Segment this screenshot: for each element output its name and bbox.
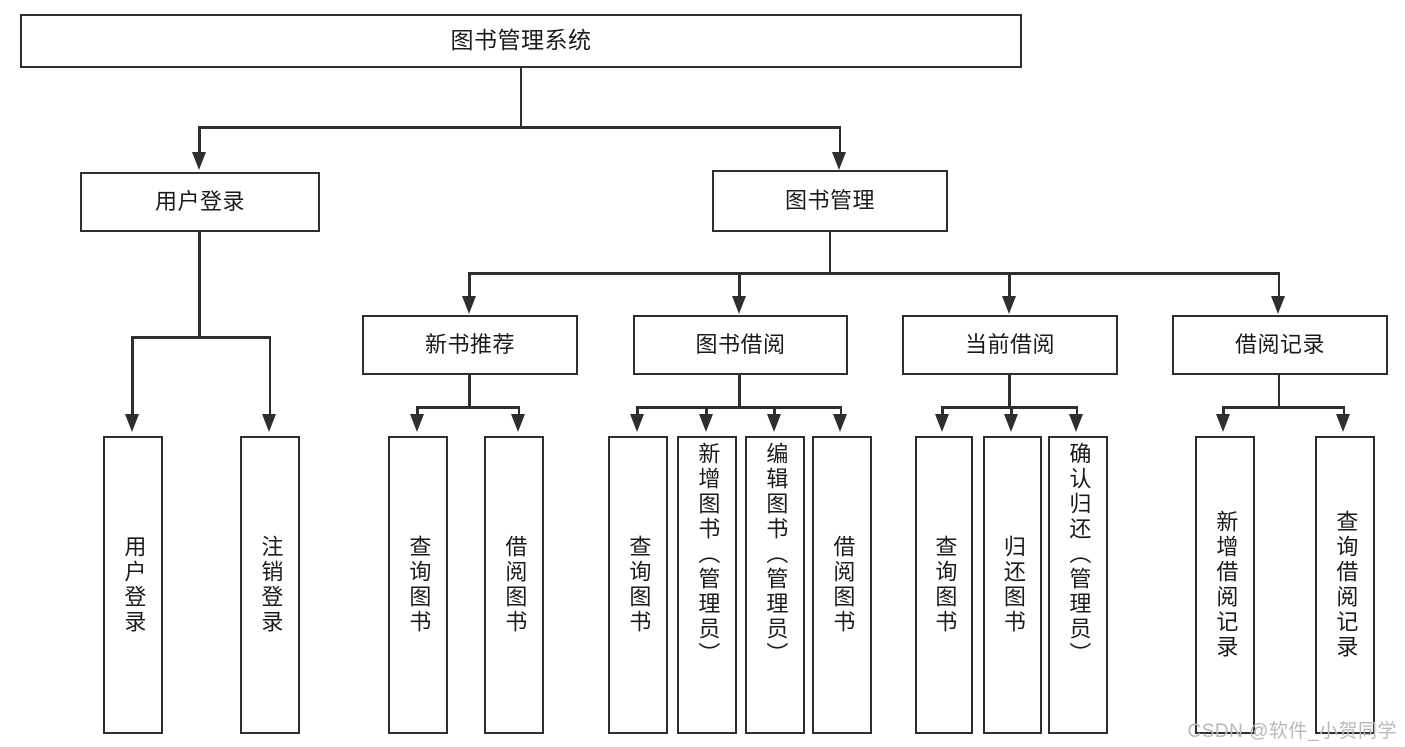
leaf-add-book[interactable]: 新增图书（管理员） xyxy=(677,436,737,734)
connector-root-stem xyxy=(519,68,522,126)
node-root-book-management-system[interactable]: 图书管理系统 xyxy=(20,14,1022,68)
connector-br-stem xyxy=(1277,375,1280,408)
arrowhead-leaf-query-record xyxy=(1336,414,1350,432)
node-borrow-record[interactable]: 借阅记录 xyxy=(1172,315,1388,375)
arrowhead-leaf-return-book xyxy=(1003,414,1018,432)
arrowhead-leaf-add-book xyxy=(698,414,713,432)
arrowhead-to-book-borrow xyxy=(731,296,746,314)
node-current-borrow[interactable]: 当前借阅 xyxy=(902,315,1118,375)
connector-cb-stem xyxy=(1008,375,1011,408)
leaf-user-login[interactable]: 用户登录 xyxy=(103,436,163,734)
arrowhead-leaf-borrow-book-2 xyxy=(833,414,847,432)
arrowhead-to-current-borrow xyxy=(1001,296,1016,314)
connector-cb-bar xyxy=(941,406,1078,409)
connector-user-login-drop-1 xyxy=(131,336,134,418)
arrowhead-leaf-query-book-3 xyxy=(934,414,949,432)
arrowhead-leaf-add-record xyxy=(1215,414,1230,432)
connector-nbr-bar xyxy=(416,406,520,409)
connector-cb-drop-3 xyxy=(1075,406,1078,418)
arrowhead-leaf-query-book-1 xyxy=(409,414,424,432)
connector-user-login-bar xyxy=(131,336,271,339)
connector-user-login-stem xyxy=(198,232,201,338)
csdn-watermark: CSDN @软件_小贺同学 xyxy=(1187,721,1397,742)
connector-bb-drop-1 xyxy=(636,406,639,418)
connector-root-to-user-login xyxy=(198,126,201,156)
arrowhead-leaf-confirm-return xyxy=(1069,414,1083,432)
leaf-borrow-book-2[interactable]: 借阅图书 xyxy=(812,436,872,734)
arrowhead-to-book-manage xyxy=(832,152,846,170)
node-book-manage[interactable]: 图书管理 xyxy=(712,170,948,232)
connector-nbr-drop-1 xyxy=(416,406,419,418)
connector-bb-bar xyxy=(636,406,842,409)
connector-bb-drop-4 xyxy=(839,406,842,418)
connector-root-to-book-manage xyxy=(838,126,841,156)
connector-nbr-stem xyxy=(468,375,471,408)
connector-user-login-drop-2 xyxy=(268,336,271,418)
connector-cb-drop-1 xyxy=(941,406,944,418)
connector-bb-drop-3 xyxy=(773,406,776,418)
connector-br-drop-1 xyxy=(1222,406,1225,418)
leaf-user-logout[interactable]: 注销登录 xyxy=(240,436,300,734)
connector-root-bar xyxy=(198,126,841,129)
leaf-add-record[interactable]: 新增借阅记录 xyxy=(1195,436,1255,734)
node-new-book-recommend[interactable]: 新书推荐 xyxy=(362,315,578,375)
connector-to-current-borrow xyxy=(1008,272,1011,300)
connector-bb-drop-2 xyxy=(705,406,708,418)
connector-nbr-drop-2 xyxy=(517,406,520,418)
leaf-query-book-2[interactable]: 查询图书 xyxy=(608,436,668,734)
arrowhead-to-new-book-recommend xyxy=(461,296,476,314)
connector-cb-drop-2 xyxy=(1010,406,1013,418)
arrowhead-leaf-edit-book xyxy=(766,414,781,432)
arrowhead-leaf-query-book-2 xyxy=(629,414,644,432)
arrowhead-leaf-borrow-book-1 xyxy=(511,414,525,432)
leaf-edit-book[interactable]: 编辑图书（管理员） xyxy=(745,436,805,734)
connector-to-borrow-record xyxy=(1277,272,1280,300)
connector-bb-stem xyxy=(738,375,741,408)
node-book-borrow[interactable]: 图书借阅 xyxy=(633,315,848,375)
arrowhead-leaf-user-login xyxy=(124,414,139,432)
leaf-query-book-3[interactable]: 查询图书 xyxy=(915,436,973,734)
leaf-confirm-return[interactable]: 确认归还（管理员） xyxy=(1048,436,1108,734)
connector-br-drop-2 xyxy=(1342,406,1345,418)
connector-book-manage-bar xyxy=(468,272,1280,275)
connector-to-new-book-recommend xyxy=(468,272,471,300)
leaf-query-record[interactable]: 查询借阅记录 xyxy=(1315,436,1375,734)
arrowhead-to-user-login xyxy=(191,152,206,170)
leaf-query-book-1[interactable]: 查询图书 xyxy=(388,436,448,734)
arrowhead-to-borrow-record xyxy=(1271,296,1285,314)
connector-to-book-borrow xyxy=(738,272,741,300)
node-user-login[interactable]: 用户登录 xyxy=(80,172,320,232)
leaf-return-book[interactable]: 归还图书 xyxy=(983,436,1042,734)
arrowhead-leaf-user-logout xyxy=(262,414,276,432)
connector-br-bar xyxy=(1222,406,1345,409)
leaf-borrow-book-1[interactable]: 借阅图书 xyxy=(484,436,544,734)
connector-book-manage-stem xyxy=(828,232,831,274)
